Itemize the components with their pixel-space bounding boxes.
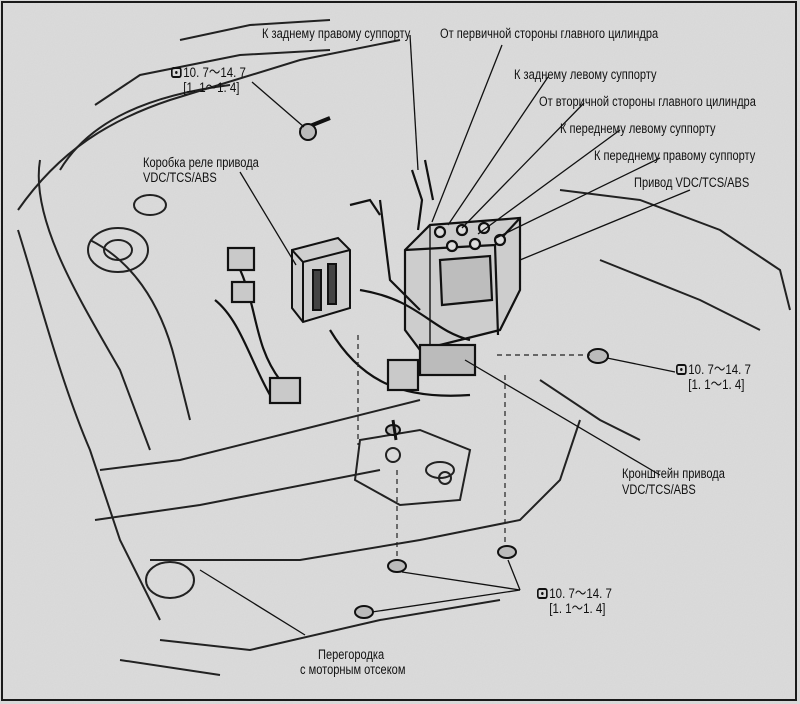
bracket-plate bbox=[353, 428, 472, 507]
label-front-left-caliper: К переднему левому суппорту bbox=[560, 121, 716, 136]
torque-spec-bottom: 10. 7～14. 7 [1. 1～1. 4] bbox=[537, 586, 612, 616]
label-relay-box-line2: VDC/TCS/ABS bbox=[143, 170, 217, 185]
top-bolt-drawing bbox=[299, 116, 331, 141]
torque-range-kgfm: [1. 1～1. 4] bbox=[688, 376, 745, 392]
leader-lines bbox=[199, 34, 691, 636]
label-actuator: Привод VDC/TCS/ABS bbox=[634, 175, 750, 190]
label-master-secondary: От вторичной стороны главного цилиндра bbox=[539, 94, 756, 109]
label-master-primary: От первичной стороны главного цилиндра bbox=[440, 26, 659, 41]
actuator-unit-drawing bbox=[403, 216, 522, 377]
torque-wrench-icon bbox=[676, 364, 687, 375]
right-nut-drawing bbox=[587, 348, 609, 364]
torque-value: 10. 7～14. 7 bbox=[549, 585, 612, 601]
torque-range-kgfm: [1. 1～1. 4] bbox=[549, 600, 606, 616]
dashed-alignment-lines bbox=[357, 335, 590, 560]
bracket-bolt bbox=[385, 419, 401, 441]
fasteners bbox=[299, 116, 609, 619]
label-rear-left-caliper: К заднему левому суппорту bbox=[514, 67, 657, 82]
relay-box-drawing bbox=[291, 236, 351, 324]
label-relay-box-line1: Коробка реле привода bbox=[143, 155, 259, 170]
body-outline bbox=[17, 19, 791, 676]
torque-wrench-icon bbox=[537, 588, 548, 599]
bottom-nut-1 bbox=[497, 545, 517, 559]
harness-and-connectors bbox=[214, 159, 471, 405]
torque-value: 10. 7～14. 7 bbox=[688, 361, 751, 377]
label-bulkhead-line1: Перегородка bbox=[318, 647, 385, 662]
bottom-nut-2 bbox=[387, 559, 407, 573]
label-bracket-line2: VDC/TCS/ABS bbox=[622, 482, 696, 497]
torque-value: 10. 7～14. 7 bbox=[183, 64, 246, 80]
torque-wrench-icon bbox=[171, 67, 182, 78]
body-openings bbox=[87, 194, 455, 599]
label-front-right-caliper: К переднему правому суппорту bbox=[594, 148, 756, 163]
torque-spec-top: 10. 7～14. 7 [1. 1～1. 4] bbox=[171, 65, 246, 95]
torque-range-kgfm: [1. 1～1. 4] bbox=[183, 79, 240, 95]
torque-spec-right: 10. 7～14. 7 [1. 1～1. 4] bbox=[676, 362, 751, 392]
label-rear-right-caliper: К заднему правому суппорту bbox=[262, 26, 411, 41]
label-bulkhead-line2: с моторным отсеком bbox=[300, 662, 406, 677]
label-bracket-line1: Кронштейн привода bbox=[622, 466, 725, 481]
